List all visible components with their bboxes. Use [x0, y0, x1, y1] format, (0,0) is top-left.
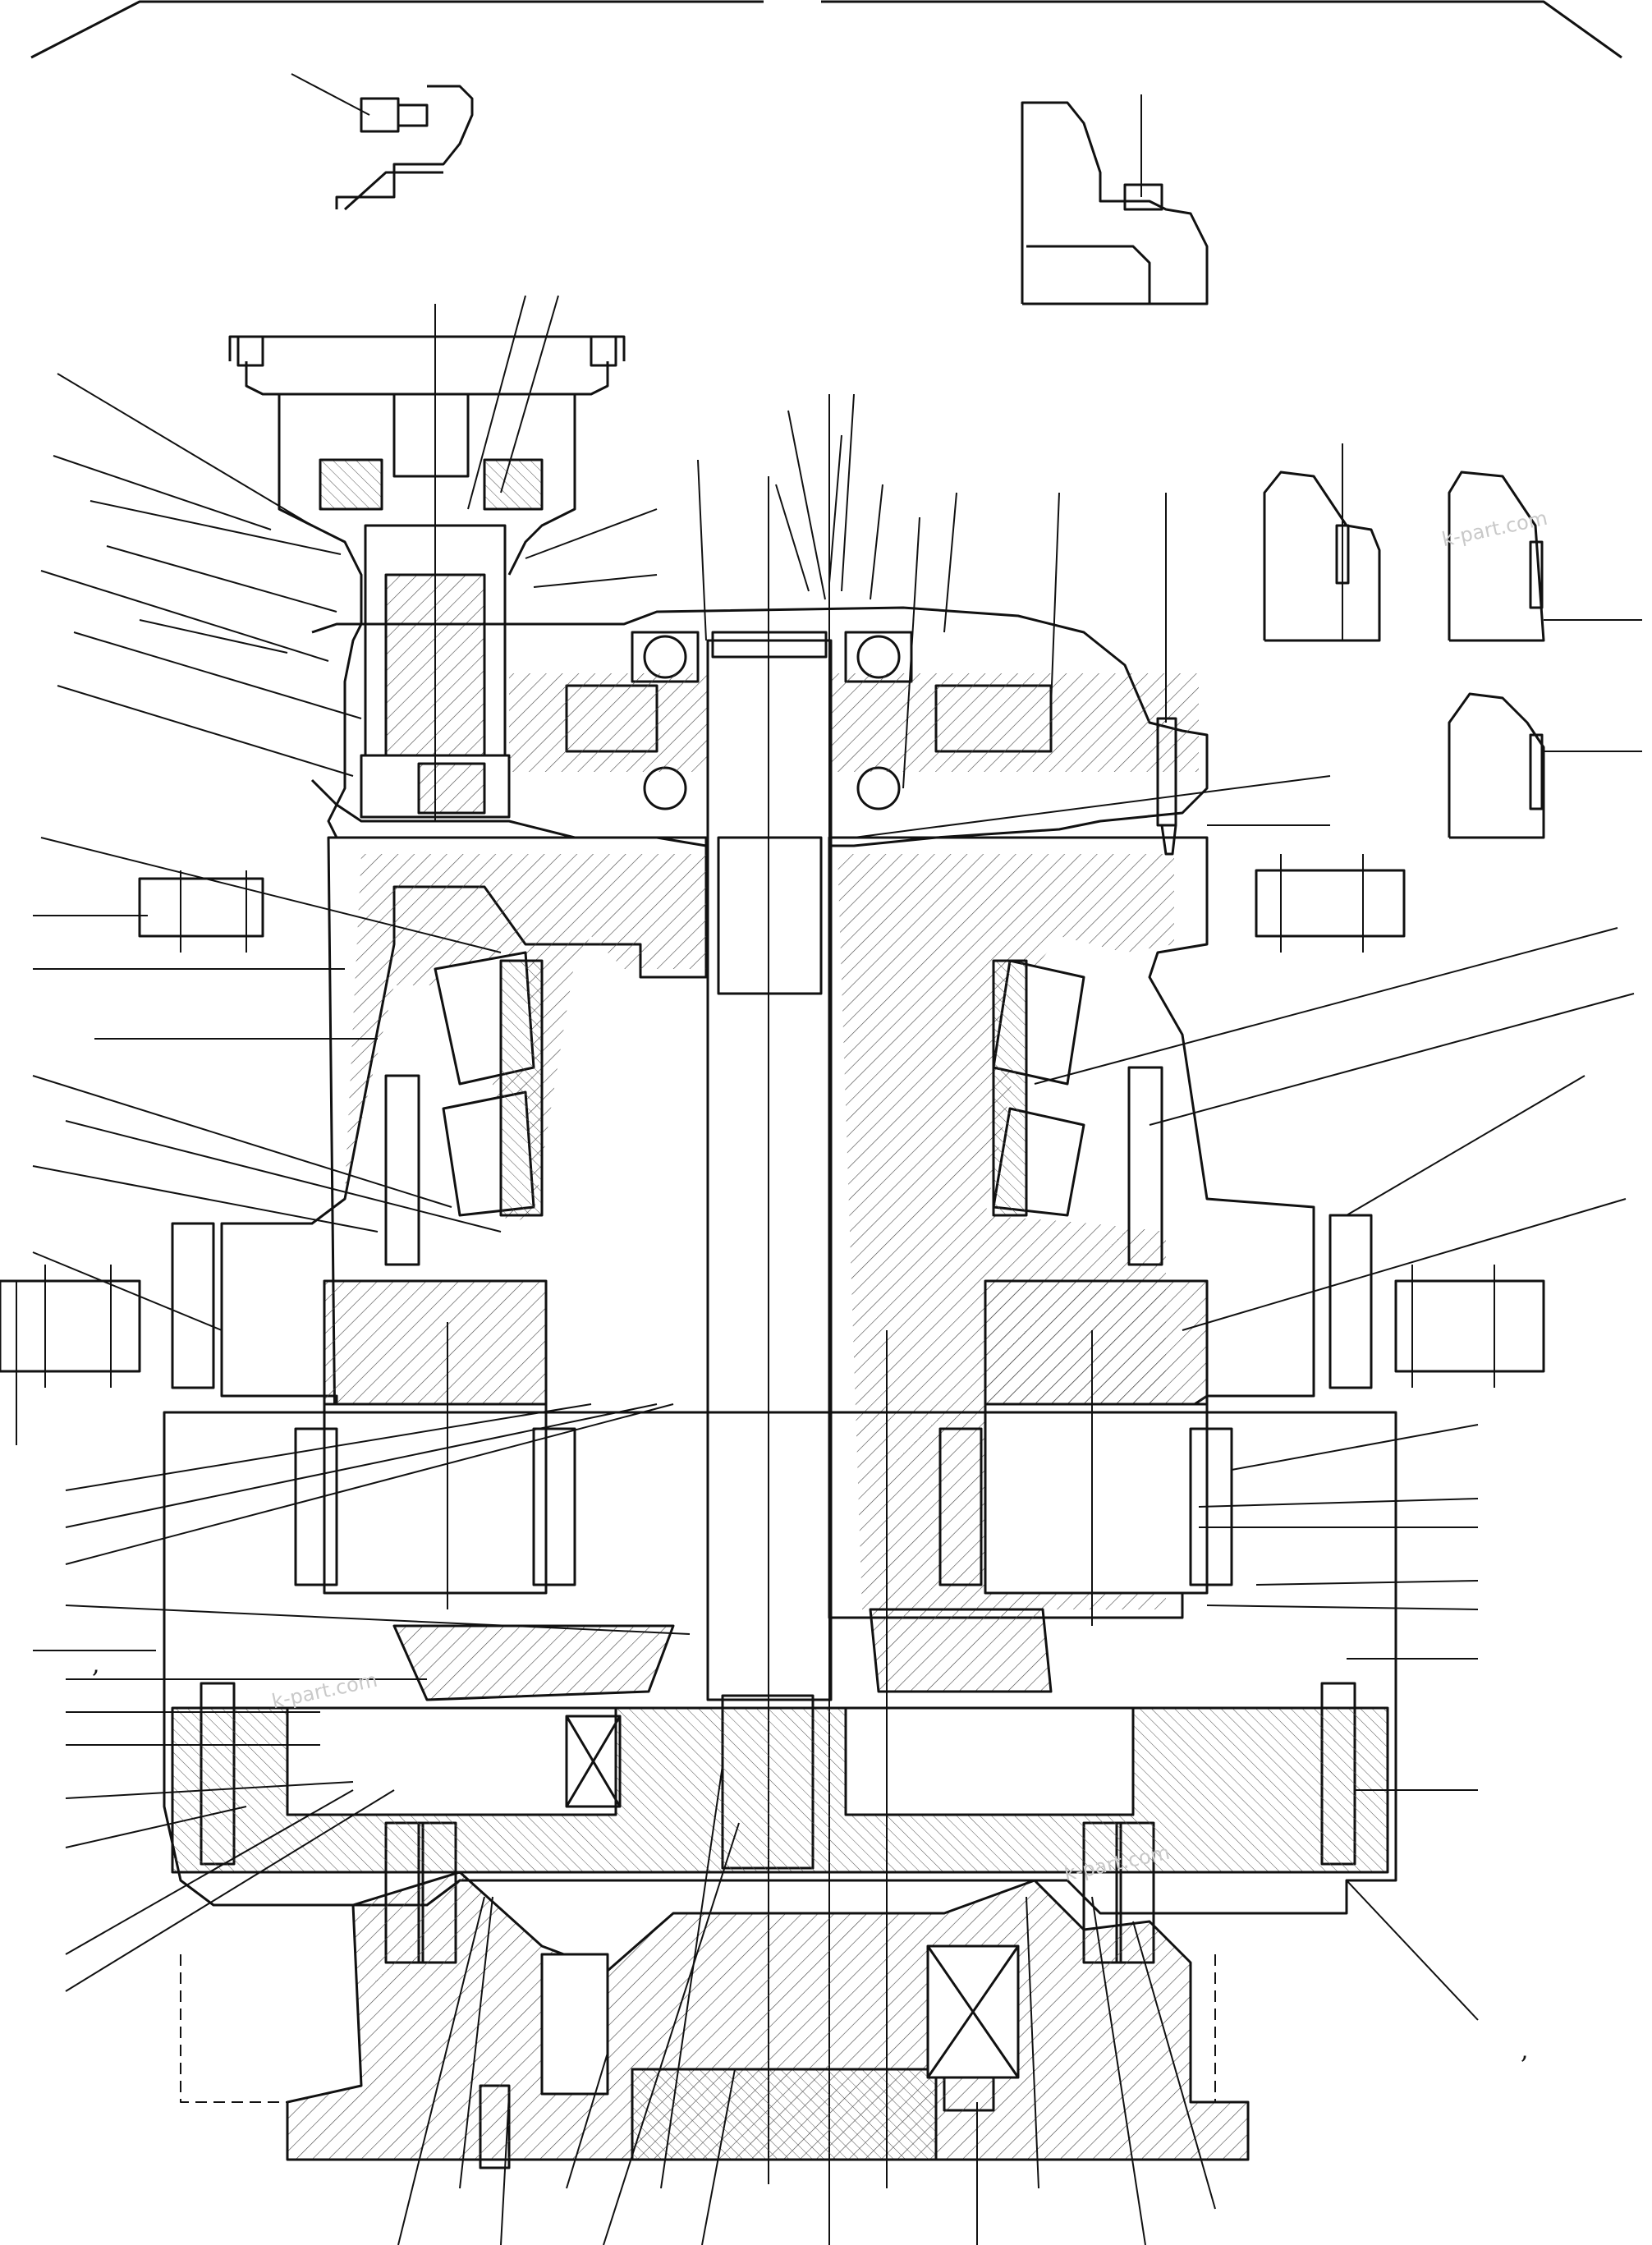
flange-right — [1255, 854, 1545, 1388]
detail-inset-top-right — [1021, 94, 1209, 305]
main-shaft — [706, 394, 833, 2245]
detail-inset-right-a — [1263, 443, 1381, 642]
flange-left — [0, 870, 264, 1445]
detail-inset-right-c — [1448, 692, 1642, 839]
page-frame — [30, 0, 1622, 59]
leader-lines-left — [32, 373, 740, 2245]
bearing-upper-left — [434, 951, 544, 1217]
leader-lines-top — [467, 295, 1331, 838]
bearing-upper-right — [992, 959, 1085, 1217]
motor-cap — [228, 335, 626, 838]
detail-inset-top-left — [291, 73, 474, 211]
planet-gear-right — [938, 1279, 1233, 1626]
bottom-base — [180, 1871, 1250, 2161]
upper-housing — [310, 606, 1209, 856]
leader-lines-right — [886, 927, 1635, 2245]
mark: , — [92, 1650, 100, 1679]
input-shaft — [360, 304, 511, 821]
mark: , — [1521, 2036, 1529, 2065]
detail-inset-right-b — [1448, 471, 1642, 642]
